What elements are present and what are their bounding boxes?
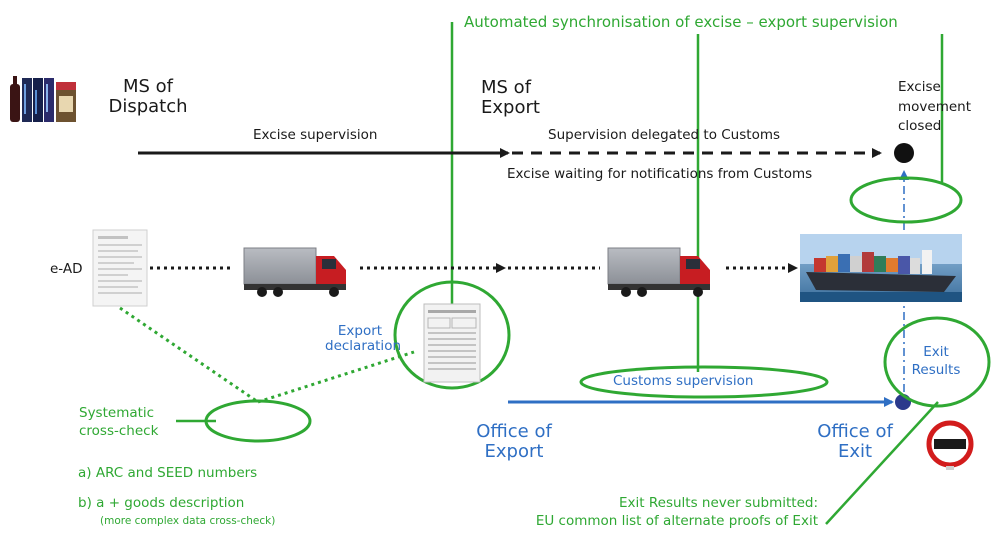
excise-closure-ellipse [849, 176, 963, 224]
e-ad-label: e-AD [50, 261, 83, 277]
exit-note-line2: EU common list of alternate proofs of Ex… [535, 513, 818, 530]
cross-check-line2: cross-check [79, 422, 159, 439]
export-declaration-label: Export declaration [325, 323, 402, 354]
cross-check-option-a: a) ARC and SEED numbers [78, 465, 258, 481]
no-entry-sign-icon [926, 420, 974, 470]
customs-supervision-label: Customs supervision [613, 373, 754, 389]
office-export-line1: Office of [476, 421, 552, 442]
ms-dispatch-line1: MS of [122, 76, 174, 97]
document-icon [92, 229, 148, 307]
exit-results-note-line [825, 401, 939, 525]
ship-icon [800, 234, 962, 302]
excise-closed-line3: closed [898, 118, 942, 135]
sync-banner: Automated synchronisation of excise – ex… [464, 13, 898, 31]
ms-dispatch-label: MS of Dispatch [100, 77, 196, 117]
cross-check-option-b-note: (more complex data cross-check) [100, 515, 276, 527]
excise-waiting-label: Excise waiting for notifications from Cu… [507, 166, 813, 182]
excise-closed-label: Excise movement closed [898, 78, 971, 137]
truck-icon [243, 247, 346, 297]
export-declaration-ellipse [393, 280, 511, 390]
cross-check-line1: Systematic [79, 405, 155, 421]
exit-note-line1: Exit Results never submitted: [619, 495, 818, 511]
excise-closed-line1: Excise [898, 79, 941, 95]
ms-export-label: MS of Export [481, 78, 540, 118]
movement-closed-dot [894, 143, 914, 163]
crosscheck-ellipse [204, 399, 312, 443]
exit-results-note: Exit Results never submitted: EU common … [470, 494, 818, 530]
exit-results-line1: Exit [923, 344, 949, 360]
declaration-document-icon [423, 303, 481, 383]
exit-results-line2: Results [911, 362, 961, 379]
ms-export-line2: Export [481, 96, 540, 118]
exit-results-label: Exit Results [908, 343, 964, 379]
office-exit-label: Office of Exit [803, 422, 907, 462]
office-exit-line1: Office of [817, 421, 893, 442]
ms-dispatch-line2: Dispatch [108, 95, 188, 117]
export-declaration-line2: declaration [325, 337, 402, 354]
crosscheck-dots-declaration [257, 350, 415, 404]
exit-results-ellipse [883, 316, 991, 408]
ms-export-line1: MS of [481, 77, 532, 98]
office-exit-line2: Exit [837, 440, 873, 462]
cross-check-option-b: b) a + goods description [78, 495, 245, 511]
supervision-delegated-label: Supervision delegated to Customs [548, 127, 781, 143]
office-export-line2: Export [484, 440, 544, 462]
customs-supervision-ellipse [579, 365, 829, 399]
office-export-label: Office of Export [462, 422, 566, 462]
wine-bottles-icon [10, 76, 76, 122]
excise-closed-line2: movement [898, 98, 972, 115]
export-declaration-line1: Export [337, 323, 383, 339]
crosscheck-dots-ead [119, 306, 259, 404]
truck-icon-2 [607, 247, 710, 297]
cross-check-label: Systematic cross-check [79, 405, 158, 440]
excise-supervision-label: Excise supervision [253, 127, 378, 143]
